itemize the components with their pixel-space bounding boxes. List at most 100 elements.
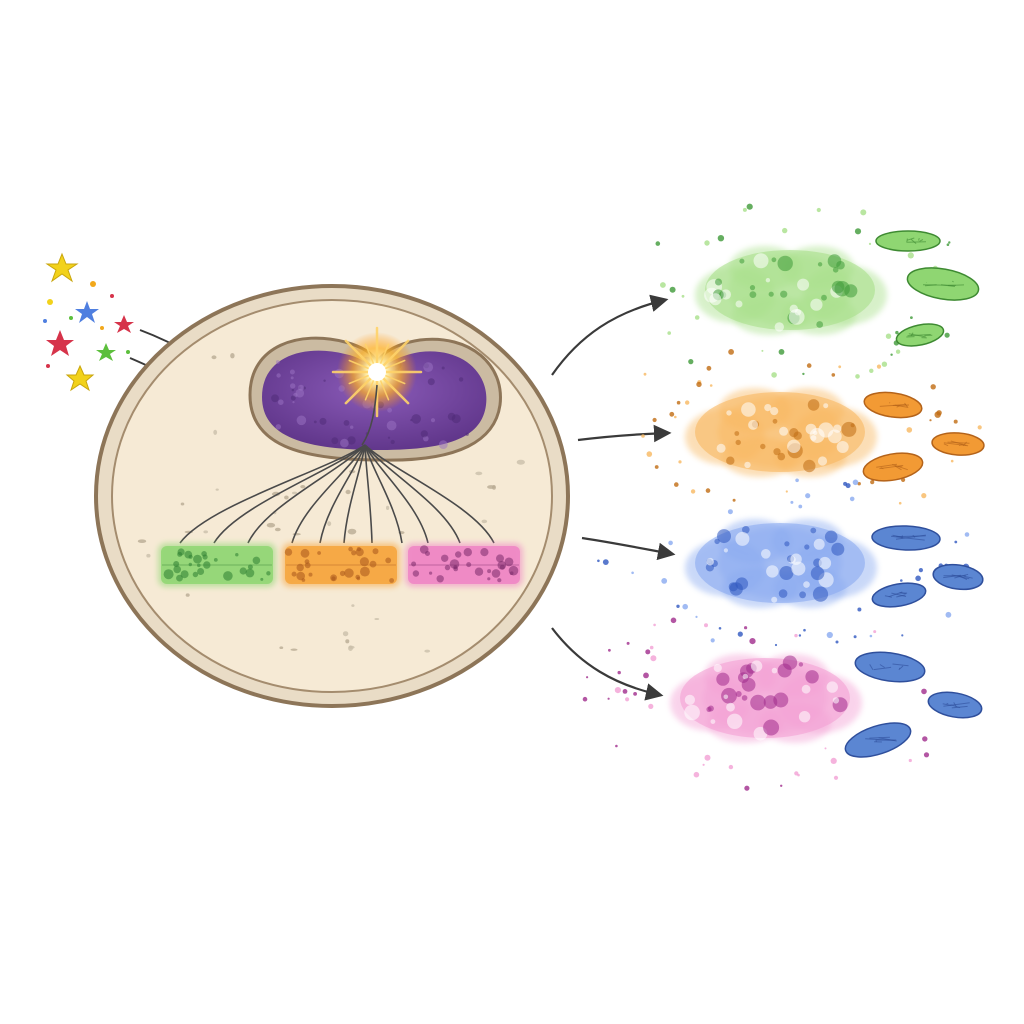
cluster-speck xyxy=(694,315,700,320)
disk-mark xyxy=(892,464,908,471)
block-spot xyxy=(317,551,321,555)
cluster-speck xyxy=(802,372,805,376)
chromatin-spot xyxy=(331,437,339,445)
block-spot xyxy=(188,562,192,567)
cluster-speck xyxy=(923,752,930,758)
cluster-vesicle xyxy=(821,294,827,301)
cluster-speck xyxy=(655,241,661,246)
chromatin-spot xyxy=(347,436,356,445)
cluster-vesicle xyxy=(779,566,794,580)
granule xyxy=(230,353,235,359)
cluster-vesicle xyxy=(735,691,742,697)
block-spot xyxy=(436,575,444,583)
granule xyxy=(300,485,306,489)
cluster-vesicle xyxy=(684,694,696,706)
cluster-vesicle xyxy=(787,439,801,453)
cluster-speck xyxy=(881,361,888,367)
disk-mark xyxy=(879,465,904,470)
cluster-vesicle xyxy=(777,255,793,272)
chromatin-spot xyxy=(275,424,281,430)
cluster-vesicle xyxy=(760,443,766,450)
cluster-vesicle xyxy=(771,596,778,603)
cluster-vesicle xyxy=(832,697,840,704)
cluster-speck xyxy=(668,540,673,546)
chromatin-spot xyxy=(290,383,296,389)
cluster-core xyxy=(705,250,875,330)
cluster-vesicle xyxy=(813,538,825,550)
cluster-speck xyxy=(964,532,970,537)
cluster-speck xyxy=(669,286,676,293)
chromatin-spot xyxy=(350,425,354,429)
cluster-vesicle xyxy=(713,663,722,673)
signal-branch xyxy=(247,444,366,544)
signal-branch xyxy=(364,444,429,544)
chromatin-spot xyxy=(275,360,280,364)
disk-mark xyxy=(889,402,891,404)
granule xyxy=(424,649,431,653)
cluster-speck xyxy=(732,498,736,502)
cluster-vesicle xyxy=(803,581,810,588)
disk-mark xyxy=(879,664,885,668)
cluster-speck xyxy=(852,479,859,486)
disk-mark xyxy=(904,402,909,409)
cluster-vesicle xyxy=(765,278,771,283)
cell-disk xyxy=(906,267,980,301)
cluster-speck xyxy=(744,785,750,791)
cluster-speck xyxy=(824,747,827,750)
signal-branch xyxy=(364,444,495,544)
cluster-speck xyxy=(950,459,954,463)
block-spot xyxy=(504,557,514,567)
cluster-vesicle xyxy=(798,711,811,723)
granule xyxy=(137,539,147,543)
cluster-vesicle xyxy=(727,713,743,729)
disk-mark xyxy=(879,404,907,407)
chromatin-spot xyxy=(390,439,395,445)
cluster-vesicle xyxy=(836,441,849,453)
cluster-vesicle xyxy=(770,407,779,416)
cluster-speck xyxy=(895,349,901,354)
cluster-speck xyxy=(669,411,675,417)
cluster-speck xyxy=(670,617,677,624)
disk-mark xyxy=(884,595,893,598)
cluster-vesicle xyxy=(831,542,845,556)
cluster-speck xyxy=(661,578,668,584)
chromatin-spot xyxy=(423,362,434,372)
chromatin-spot xyxy=(343,420,350,426)
block-spot xyxy=(252,556,261,565)
cluster-vesicle xyxy=(709,293,722,306)
signal-branch xyxy=(364,444,461,544)
cluster-speck xyxy=(696,381,702,388)
chromatin-spot xyxy=(323,379,326,382)
cluster-vesicle xyxy=(742,673,749,680)
block-spot xyxy=(201,551,207,557)
block-spot xyxy=(192,571,199,578)
block-spot xyxy=(466,562,472,568)
block-spot xyxy=(173,561,180,567)
cluster-vesicle xyxy=(773,448,781,456)
cluster-speck xyxy=(706,365,712,371)
block-spot xyxy=(223,571,233,581)
cluster-vesicle xyxy=(803,459,816,473)
chromatin-spot xyxy=(411,414,422,424)
cluster-speck xyxy=(649,645,654,650)
cluster-speck xyxy=(798,634,802,637)
cluster-vesicle xyxy=(791,561,806,576)
cluster-speck xyxy=(690,489,696,494)
cluster-speck xyxy=(614,687,622,694)
cluster-speck xyxy=(625,697,630,702)
cluster-speck xyxy=(910,316,913,319)
block-spot xyxy=(284,548,293,556)
cluster-speck xyxy=(648,703,654,710)
cluster-speck xyxy=(785,490,788,493)
cluster-speck xyxy=(876,364,882,369)
granule xyxy=(185,593,190,597)
cluster-vesicle xyxy=(717,529,731,544)
cluster-speck xyxy=(946,243,950,246)
granule xyxy=(351,604,355,607)
cluster-vesicle xyxy=(818,422,834,438)
cluster-speck xyxy=(853,635,857,639)
block-spot xyxy=(203,561,211,569)
cluster-speck xyxy=(681,294,685,298)
